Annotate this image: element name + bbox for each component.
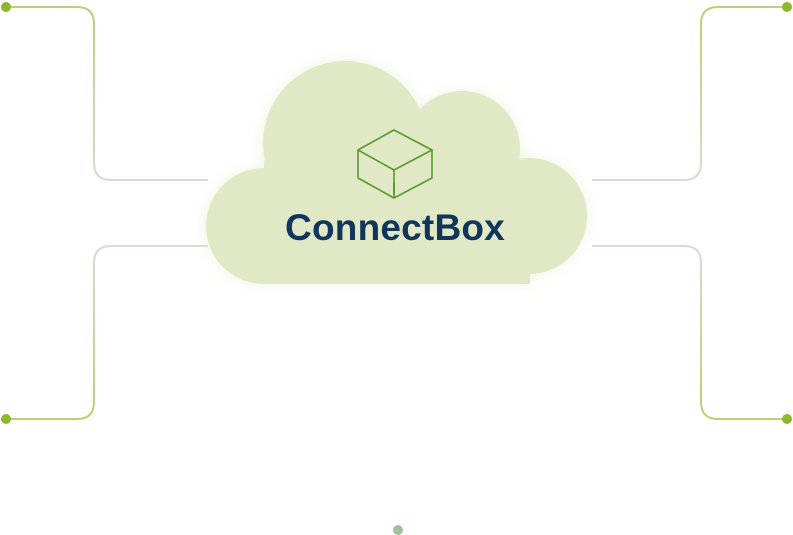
connector-bottom-left [1,245,208,424]
connector-dot-bottom-left [1,414,11,424]
box-icon [357,129,433,199]
connector-top-left [1,2,208,181]
connector-dot-top-left [1,2,11,12]
cloud-shape [206,61,587,284]
connector-top-right [592,2,792,181]
connector-bottom-center [393,320,403,535]
connector-dot-bottom-right [782,414,792,424]
brand-label: ConnectBox [285,207,505,248]
connector-bottom-right [592,245,792,424]
connector-dot-bottom-center [393,525,403,535]
connector-dot-top-right [782,2,792,12]
